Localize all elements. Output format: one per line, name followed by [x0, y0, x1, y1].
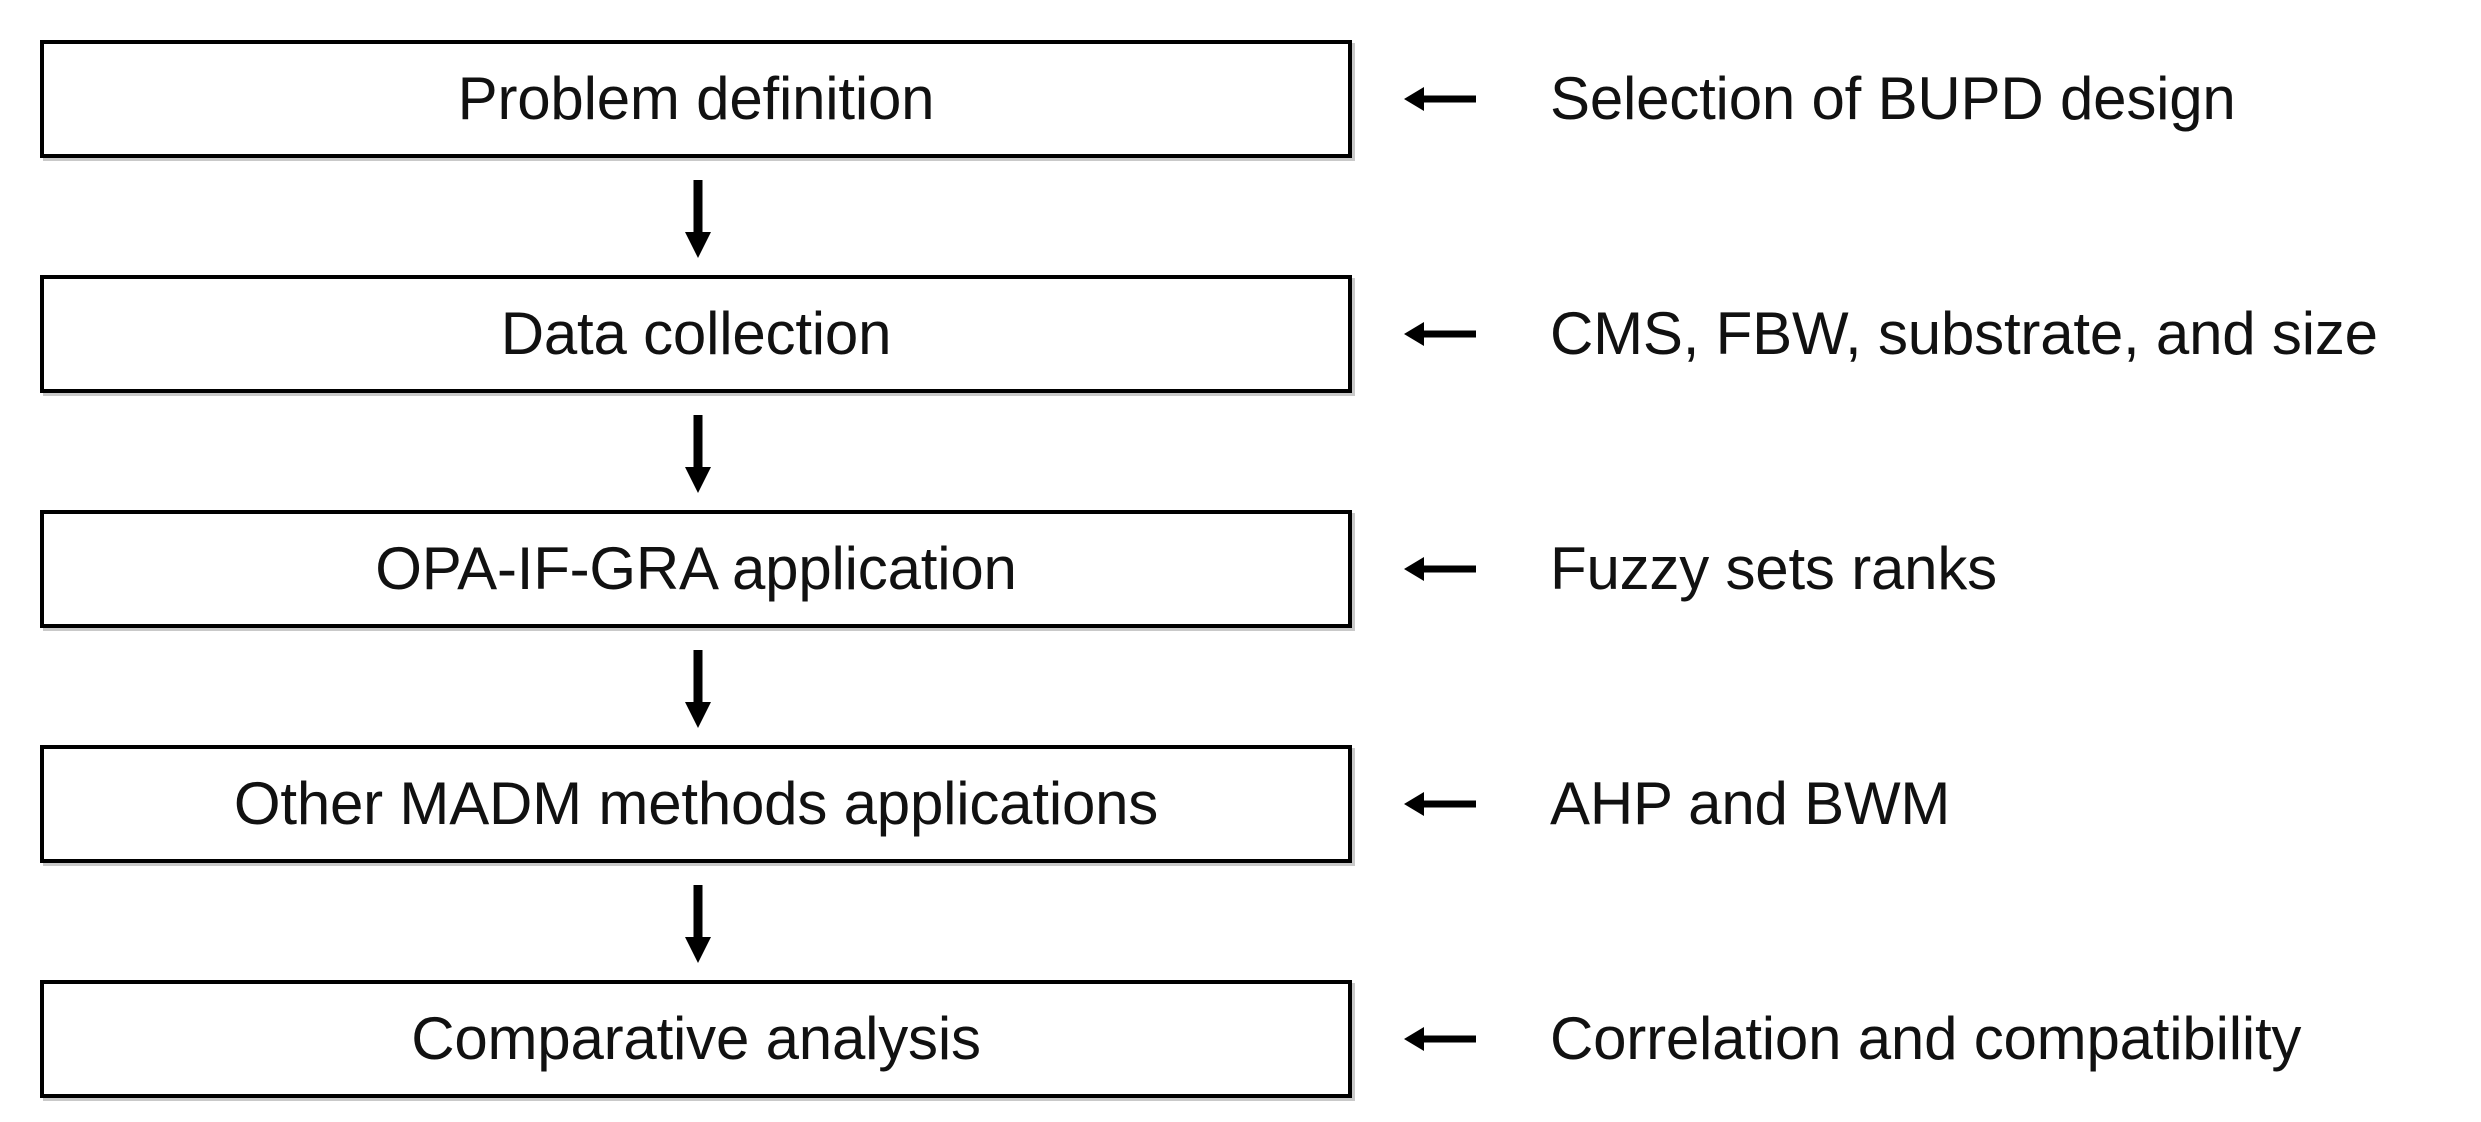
arrow-left-icon [1404, 510, 1478, 628]
step-label: OPA-IF-GRA application [375, 535, 1017, 602]
flow-step-row: Data collection CMS, FBW, substrate, and… [0, 275, 2481, 393]
step-box-comparative-analysis[interactable]: Comparative analysis [40, 980, 1352, 1098]
step-annotation: Fuzzy sets ranks [1550, 535, 1997, 602]
arrow-down-icon [684, 885, 712, 963]
step-annotation: CMS, FBW, substrate, and size [1550, 300, 2378, 367]
step-box-problem-definition[interactable]: Problem definition [40, 40, 1352, 158]
step-annotation: AHP and BWM [1550, 770, 1951, 837]
arrow-down-icon [684, 415, 712, 493]
step-label: Other MADM methods applications [233, 770, 1159, 837]
step-label: Problem definition [457, 65, 935, 132]
arrow-left-icon [1404, 745, 1478, 863]
step-box-data-collection[interactable]: Data collection [40, 275, 1352, 393]
step-annotation: Selection of BUPD design [1550, 65, 2236, 132]
arrow-left-icon [1404, 275, 1478, 393]
step-annotation: Correlation and compatibility [1550, 1005, 2302, 1072]
arrow-down-icon [684, 650, 712, 728]
step-label: Comparative analysis [411, 1005, 981, 1072]
step-box-opa-if-gra-application[interactable]: OPA-IF-GRA application [40, 510, 1352, 628]
flow-step-row: Problem definition Selection of BUPD des… [0, 40, 2481, 158]
arrow-down-icon [684, 180, 712, 258]
step-box-other-madm-methods-applications[interactable]: Other MADM methods applications [40, 745, 1352, 863]
flow-step-row: Comparative analysis Correlation and com… [0, 980, 2481, 1098]
flow-step-row: OPA-IF-GRA application Fuzzy sets ranks [0, 510, 2481, 628]
step-label: Data collection [500, 300, 892, 367]
flow-step-row: Other MADM methods applications AHP and … [0, 745, 2481, 863]
arrow-left-icon [1404, 40, 1478, 158]
arrow-left-icon [1404, 980, 1478, 1098]
